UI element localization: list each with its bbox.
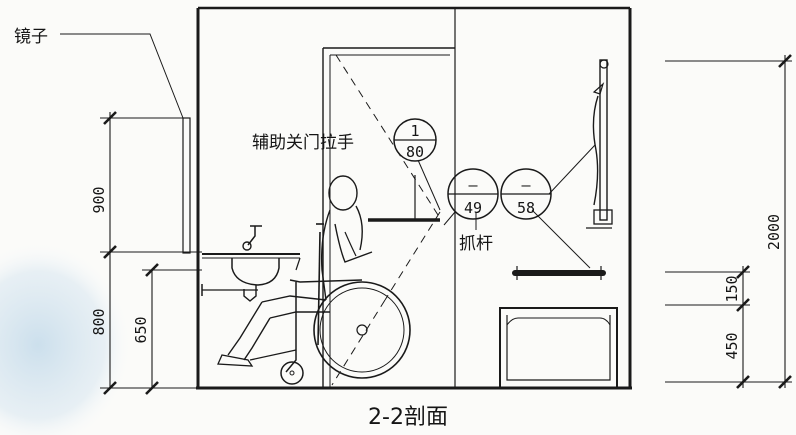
leader-lines	[60, 33, 596, 269]
paper-stain	[0, 240, 133, 435]
door-handle-bar	[368, 175, 440, 222]
ref-49-top: –	[468, 176, 478, 194]
right-dimensions	[665, 54, 792, 389]
ref-49: – 49	[447, 168, 499, 220]
ref-58-bottom: 58	[517, 199, 535, 217]
dim-450: 450	[723, 332, 741, 359]
door	[322, 47, 455, 388]
ref-58-top: –	[521, 176, 531, 194]
dim-900: 900	[90, 186, 108, 213]
wall-grab-bar	[512, 266, 606, 280]
section-title: 2-2剖面	[368, 405, 448, 430]
label-mirror: 镜子	[14, 27, 48, 47]
shower-set	[586, 59, 613, 229]
ref-58: – 58	[500, 168, 552, 220]
dim-150: 150	[723, 275, 741, 302]
label-grab-bar: 抓杆	[459, 234, 493, 254]
dim-800: 800	[90, 308, 108, 335]
left-dimensions	[100, 111, 202, 395]
washbasin	[201, 225, 301, 302]
ref-80-top: 1	[410, 122, 419, 140]
wheelchair-user	[217, 175, 411, 385]
ref-80: 1 80	[393, 118, 437, 162]
ref-80-bottom: 80	[406, 143, 424, 161]
bathtub	[499, 307, 618, 389]
ref-49-bottom: 49	[464, 199, 482, 217]
mirror	[182, 117, 191, 254]
dim-2000: 2000	[765, 214, 783, 250]
label-door-handle: 辅助关门拉手	[252, 133, 354, 153]
dim-650: 650	[132, 316, 150, 343]
